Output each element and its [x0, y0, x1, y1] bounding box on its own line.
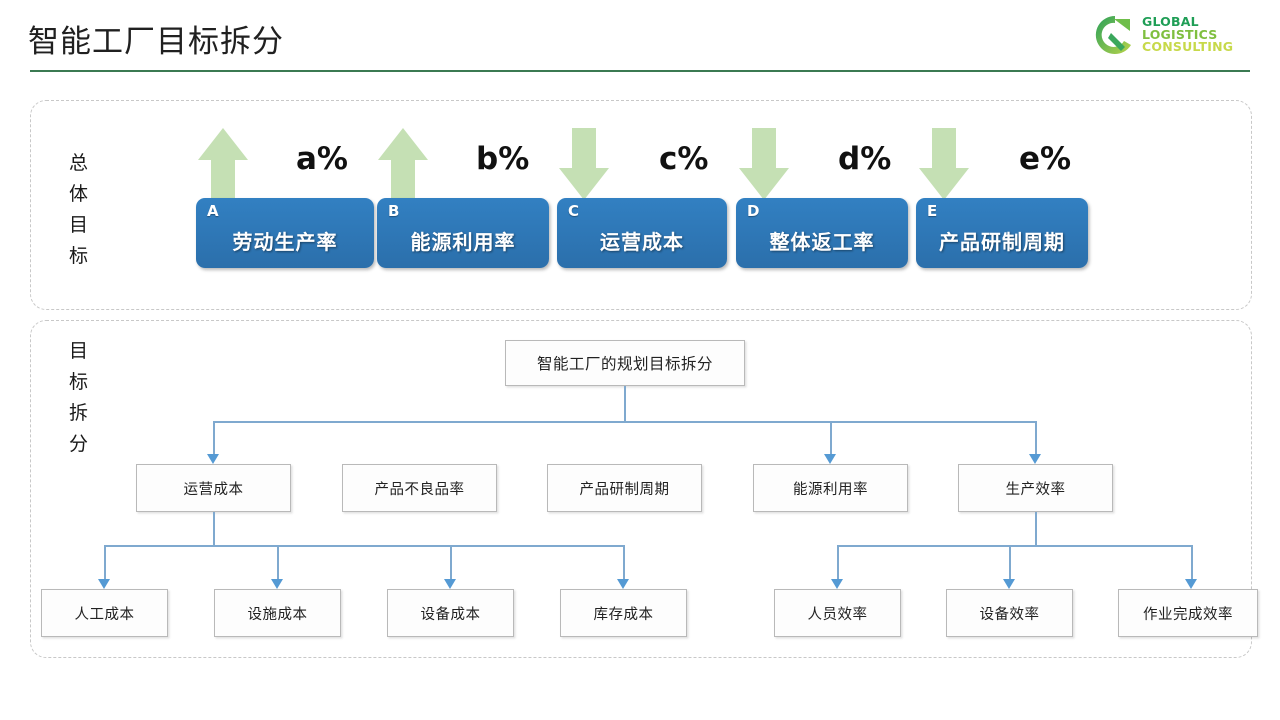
kpi-letter-b: B — [388, 202, 400, 220]
connector-cost-bus — [104, 545, 623, 547]
brand-logo: GLOBAL LOGISTICS CONSULTING — [1090, 8, 1258, 62]
connector-eff-bus — [837, 545, 1193, 547]
percent-label-d: d% — [838, 141, 892, 177]
connector-cost-drop-3 — [450, 545, 452, 581]
kpi-name-e: 产品研制周期 — [939, 230, 1065, 254]
tree-leaf-personnel-efficiency[interactable]: 人员效率 — [774, 589, 901, 637]
section-label-goal-breakdown: 目标拆分 — [68, 340, 89, 455]
logo-wordmark: GLOBAL LOGISTICS CONSULTING — [1142, 14, 1234, 54]
connector-eff-arrow-2 — [1003, 579, 1015, 589]
connector-cost-arrow-1 — [98, 579, 110, 589]
connector-eff-drop-1 — [837, 545, 839, 581]
tree-node-root[interactable]: 智能工厂的规划目标拆分 — [505, 340, 745, 386]
tree-leaf-task-completion-efficiency[interactable]: 作业完成效率 — [1118, 589, 1258, 637]
kpi-box-e[interactable]: E 产品研制周期 — [916, 198, 1088, 268]
connector-drop-energy — [830, 421, 832, 456]
tree-node-operating-cost[interactable]: 运营成本 — [136, 464, 291, 512]
connector-cost-drop-2 — [277, 545, 279, 581]
section-label-overall-goals: 总体目标 — [68, 152, 89, 267]
logo-line-1: GLOBAL — [1142, 14, 1199, 29]
connector-cost-drop-1 — [104, 545, 106, 581]
tree-leaf-inventory-cost[interactable]: 库存成本 — [560, 589, 687, 637]
connector-eff-arrow-1 — [831, 579, 843, 589]
title-underline — [30, 70, 1250, 72]
percent-label-c: c% — [659, 141, 709, 177]
kpi-name-a: 劳动生产率 — [232, 230, 338, 254]
kpi-letter-d: D — [747, 202, 760, 220]
connector-eff-drop-2 — [1009, 545, 1011, 581]
trend-arrow-up-b — [376, 126, 430, 200]
connector-cost-drop-4 — [623, 545, 625, 581]
tree-leaf-equipment-cost[interactable]: 设备成本 — [387, 589, 514, 637]
logo-g-circular-arrow-icon — [1090, 12, 1140, 58]
tree-node-production-efficiency[interactable]: 生产效率 — [958, 464, 1113, 512]
logo-line-2: LOGISTICS — [1142, 26, 1218, 42]
connector-root-bus — [213, 421, 1035, 423]
tree-node-rnd-cycle[interactable]: 产品研制周期 — [547, 464, 702, 512]
kpi-letter-a: A — [207, 202, 219, 220]
connector-cost-arrow-2 — [271, 579, 283, 589]
page-title: 智能工厂目标拆分 — [28, 24, 284, 60]
tree-leaf-equipment-efficiency[interactable]: 设备效率 — [946, 589, 1073, 637]
connector-arrow-efficiency — [1029, 454, 1041, 464]
connector-eff-stem — [1035, 512, 1037, 546]
kpi-letter-c: C — [568, 202, 580, 220]
trend-arrow-down-e — [917, 126, 971, 200]
kpi-box-b[interactable]: B 能源利用率 — [377, 198, 549, 268]
kpi-name-b: 能源利用率 — [410, 230, 516, 254]
tree-node-defect-rate[interactable]: 产品不良品率 — [342, 464, 497, 512]
trend-arrow-down-c — [557, 126, 611, 200]
connector-drop-cost — [213, 421, 215, 456]
percent-label-a: a% — [296, 141, 348, 177]
trend-arrow-up-a — [196, 126, 250, 200]
connector-eff-drop-3 — [1191, 545, 1193, 581]
logo-line-3: CONSULTING — [1142, 39, 1234, 54]
percent-label-b: b% — [476, 141, 530, 177]
connector-cost-arrow-3 — [444, 579, 456, 589]
connector-arrow-cost — [207, 454, 219, 464]
kpi-name-d: 整体返工率 — [769, 230, 875, 254]
kpi-box-a[interactable]: A 劳动生产率 — [196, 198, 374, 268]
connector-eff-arrow-3 — [1185, 579, 1197, 589]
connector-cost-stem — [213, 512, 215, 546]
kpi-name-c: 运营成本 — [600, 230, 684, 254]
trend-arrow-down-d — [737, 126, 791, 200]
tree-leaf-labor-cost[interactable]: 人工成本 — [41, 589, 168, 637]
kpi-box-d[interactable]: D 整体返工率 — [736, 198, 908, 268]
tree-leaf-facility-cost[interactable]: 设施成本 — [214, 589, 341, 637]
connector-arrow-energy — [824, 454, 836, 464]
kpi-letter-e: E — [927, 202, 938, 220]
tree-node-energy-usage[interactable]: 能源利用率 — [753, 464, 908, 512]
connector-drop-efficiency — [1035, 421, 1037, 456]
kpi-box-c[interactable]: C 运营成本 — [557, 198, 727, 268]
connector-cost-arrow-4 — [617, 579, 629, 589]
percent-label-e: e% — [1019, 141, 1072, 177]
connector-root-stem — [624, 386, 626, 422]
